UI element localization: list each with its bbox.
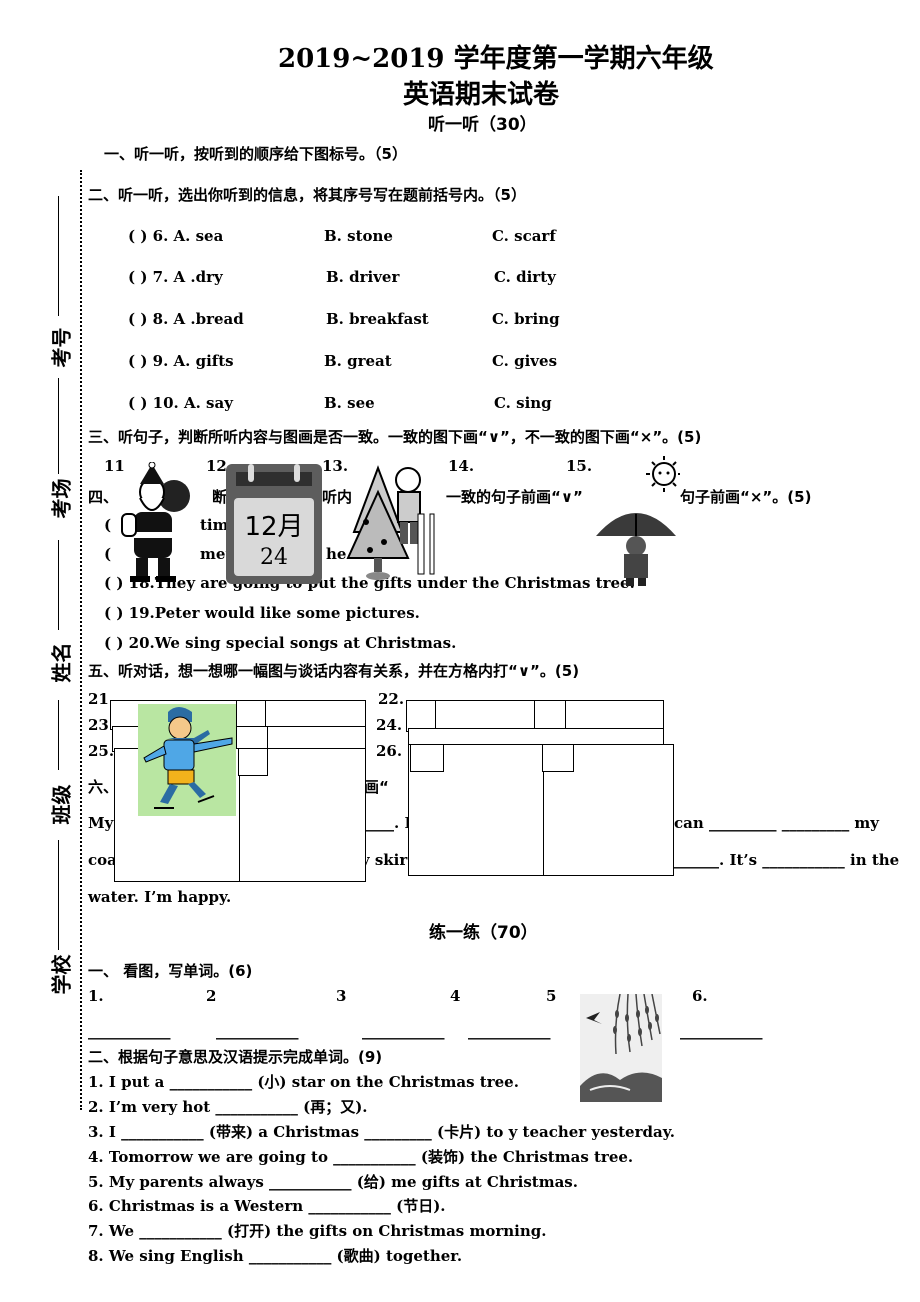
option-b: B. see (324, 394, 375, 412)
listen-section-title: 听一听（30） (428, 115, 537, 135)
page-title: 2019~2019 学年度第一学期六年级 (278, 44, 714, 74)
section4-heading-fragment: 听内 (322, 488, 353, 506)
sidebar-blank-line (58, 378, 59, 474)
section4-heading-fragment: 断 (212, 488, 228, 506)
sidebar-blank-line (58, 540, 59, 630)
sidebar-blank-line (58, 840, 59, 950)
picture-word-3: 3 (336, 987, 347, 1005)
sidebar-label-exam-number: 考号 (49, 327, 74, 368)
section5-heading: 五、听对话，想一想哪一幅图与谈话内容有关系，并在方格内打“∨”。(5) (88, 662, 580, 680)
picture-number-14: 14. (448, 457, 475, 475)
christmas-tree-boy-picture (346, 465, 435, 580)
section6-heading-fragment: 画“ (364, 778, 389, 796)
question-16-fragment: tim (200, 516, 229, 534)
picture-word-1: 1. (88, 987, 104, 1005)
question-8: ( ) 8. A .bread (128, 310, 244, 328)
sidebar-label-name: 姓名 (49, 642, 74, 683)
fill-item-4: 4. Tomorrow we are going to ___________ … (88, 1148, 634, 1166)
picture-word-6: 6. (692, 987, 708, 1005)
passage-line2-start: coa (88, 851, 117, 869)
sidebar-label-school: 学校 (49, 954, 74, 995)
check-box[interactable] (542, 744, 574, 772)
picture-number-12: 12. (206, 457, 233, 475)
option-c: C. gives (492, 352, 558, 370)
picture-word-4: 4 (450, 987, 461, 1005)
calendar-picture: 12月 24 (226, 464, 322, 584)
option-b: B. driver (326, 268, 400, 286)
fill-item-1: 1. I put a ___________ (小) star on the C… (88, 1073, 519, 1091)
section4-heading-fragment: 一致的句子前画“∨” (446, 488, 583, 506)
passage-line1-middle: ____. D (364, 814, 418, 832)
santa-claus-picture (121, 462, 190, 582)
option-c: C. scarf (492, 227, 556, 245)
picture-word-2: 2 (206, 987, 217, 1005)
option-c: C. bring (492, 310, 560, 328)
picture-number-15: 15. (566, 457, 593, 475)
question-24-number: 24. (376, 716, 403, 734)
fill-item-7: 7. We ___________ (打开) the gifts on Chri… (88, 1222, 547, 1240)
picture-number-13: 13. (322, 457, 349, 475)
passage-line1-start: My (88, 814, 114, 832)
question-20: ( ) 20.We sing special songs at Christma… (104, 634, 457, 652)
question-6: ( ) 6. A. sea (128, 227, 224, 245)
binding-dotted-line (80, 170, 82, 1110)
question-9: ( ) 9. A. gifts (128, 352, 234, 370)
sidebar-label-class: 班级 (49, 784, 74, 825)
option-b: B. great (324, 352, 392, 370)
question-17-fragment: met (200, 545, 233, 563)
question-25-number: 25. (88, 742, 115, 760)
question-7: ( ) 7. A .dry (128, 268, 223, 286)
passage-line2-end: ______. It’s ___________ in the (674, 851, 900, 869)
fill-item-2: 2. I’m very hot ___________ (再；又). (88, 1098, 368, 1116)
fill-item-3: 3. I ___________ (带来) a Christmas ______… (88, 1123, 675, 1141)
section1-heading: 一、听一听，按听到的顺序给下图标号。（5） (104, 145, 407, 163)
check-box[interactable] (238, 748, 268, 776)
picture-word-5: 5 (546, 987, 557, 1005)
sun-umbrella-girl-picture (596, 456, 680, 586)
option-c: C. sing (494, 394, 552, 412)
section3-heading: 三、听句子，判断所听内容与图画是否一致。一致的图下画“∨”，不一致的图下画“×”… (88, 428, 702, 446)
sidebar-blank-line (58, 196, 59, 316)
answer-blank[interactable]: ___________ (88, 1022, 171, 1040)
question-22-number: 22. (378, 690, 405, 708)
option-b: B. breakfast (326, 310, 429, 328)
question-26-number: 26. (376, 742, 403, 760)
check-box[interactable] (410, 744, 444, 772)
question-16-bracket: ( (104, 516, 112, 534)
spring-willow-picture (580, 994, 662, 1102)
passage-line1-end: can _________ _________ my (674, 814, 880, 832)
fill-item-8: 8. We sing English ___________ (歌曲) toge… (88, 1247, 463, 1265)
page-subtitle: 英语期末试卷 (403, 80, 560, 110)
question-21-number: 21. (88, 690, 115, 708)
answer-blank[interactable]: ___________ (680, 1022, 763, 1040)
picture-number-11: 11 (104, 457, 125, 475)
passage-line3: water. I’m happy. (88, 888, 232, 906)
question-10: ( ) 10. A. say (128, 394, 233, 412)
question-23-number: 23. (88, 716, 115, 734)
question-17-fragment: he (326, 545, 347, 563)
part2-section2-heading: 二、根据句子意思及汉语提示完成单词。(9) (88, 1048, 383, 1066)
section4-heading-end: 句子前画“×”。(5) (680, 488, 812, 506)
sidebar-blank-line (58, 700, 59, 770)
practice-section-title: 练一练（70） (429, 923, 538, 943)
answer-blank[interactable]: ___________ (468, 1022, 551, 1040)
part2-section1-heading: 一、 看图，写单词。(6) (88, 962, 253, 980)
sidebar-label-exam-room: 考场 (49, 478, 74, 519)
answer-blank[interactable]: ___________ (216, 1022, 299, 1040)
ice-skater-picture (138, 704, 236, 816)
question-19: ( ) 19.Peter would like some pictures. (104, 604, 420, 622)
section2-heading: 二、听一听，选出你听到的信息，将其序号写在题前括号内。（5） (88, 186, 526, 204)
fill-item-5: 5. My parents always ___________ (给) me … (88, 1173, 578, 1191)
option-c: C. dirty (494, 268, 556, 286)
answer-blank[interactable]: ___________ (362, 1022, 445, 1040)
section4-heading-start: 四、 (88, 488, 119, 506)
check-box[interactable] (406, 700, 436, 732)
section6-heading-start: 六、 (88, 778, 119, 796)
calendar-month: 12月 (244, 512, 304, 542)
fill-item-6: 6. Christmas is a Western ___________ (节… (88, 1197, 446, 1215)
question-17-bracket: ( (104, 545, 112, 563)
calendar-day: 24 (260, 545, 288, 570)
option-b: B. stone (324, 227, 393, 245)
